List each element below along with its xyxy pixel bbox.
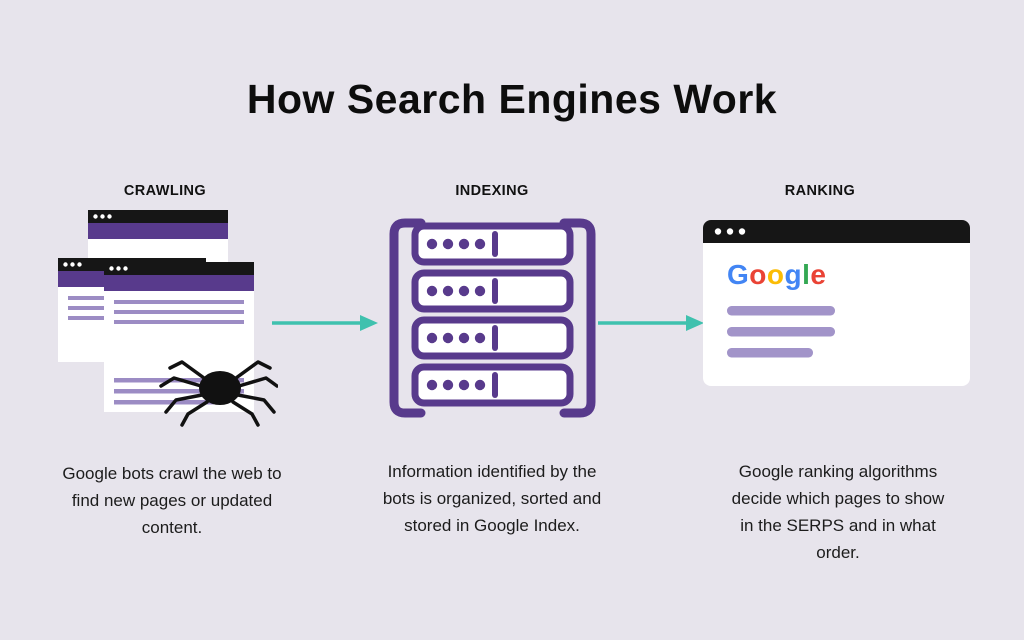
caption-indexing: Information identified by the bots is or… (382, 462, 602, 535)
caption-crawling: Google bots crawl the web to find new pa… (62, 464, 282, 537)
server-row (411, 316, 574, 360)
google-serp-icon: Google (703, 220, 970, 386)
browser-window-serp (703, 220, 970, 386)
search-result-lines (727, 306, 835, 358)
arrow-right-icon (272, 315, 378, 331)
google-logo: Google (727, 259, 826, 290)
server-row (411, 222, 574, 266)
bracket-left (389, 218, 426, 418)
stage-label-indexing: INDEXING (455, 183, 529, 199)
spider-icon (159, 360, 278, 427)
stage-label-ranking: RANKING (784, 183, 856, 199)
caption-ranking: Google ranking algorithms decide which p… (731, 462, 945, 562)
bracket-right (559, 218, 596, 418)
crawler-windows-icon (58, 210, 278, 427)
server-index-icon (389, 218, 596, 418)
arrow-right-icon (598, 315, 704, 331)
page-title: How Search Engines Work (246, 76, 778, 122)
stage-label-crawling: CRAWLING (123, 183, 207, 199)
server-row (411, 363, 574, 407)
server-row (411, 269, 574, 313)
